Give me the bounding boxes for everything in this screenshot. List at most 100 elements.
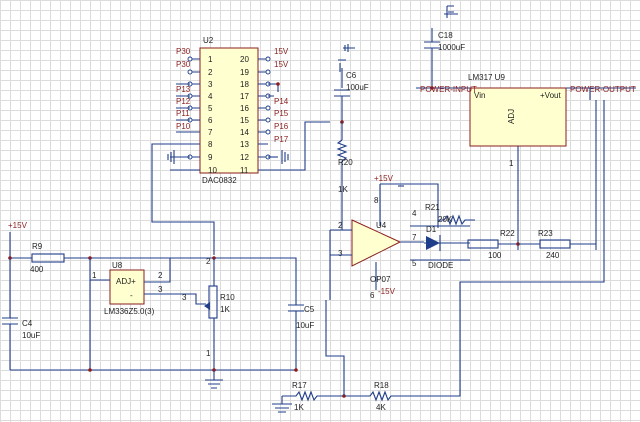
u2-pin: 13 bbox=[240, 140, 249, 149]
r20-ref: R20 bbox=[338, 158, 353, 167]
r10-ref: R10 bbox=[220, 293, 235, 302]
r17-value: 1K bbox=[294, 403, 304, 412]
u2-net-label: 15V bbox=[274, 60, 289, 69]
r18-ref: R18 bbox=[374, 381, 389, 390]
u2-pin: 6 bbox=[208, 116, 213, 125]
u8-pin2: 2 bbox=[158, 271, 163, 280]
u2-pin: 12 bbox=[240, 153, 249, 162]
c5-ref: C5 bbox=[304, 305, 315, 314]
u8-pin3: 3 bbox=[158, 285, 163, 294]
r22-value: 100 bbox=[488, 251, 502, 260]
r23-resistor: R23 240 bbox=[518, 229, 596, 260]
u9-pin1: 1 bbox=[509, 159, 514, 168]
u4-pin6: 6 bbox=[370, 291, 375, 300]
r20-resistor: R20 1K bbox=[336, 122, 353, 195]
u4-pin3: 3 bbox=[338, 249, 343, 258]
u2-pin: 9 bbox=[208, 153, 213, 162]
power-input-net: POWER-INPUT bbox=[420, 85, 477, 94]
u4-op07: U4 OP07 2 3 4 5 6 7 8 +15V -15V bbox=[329, 174, 470, 300]
u2-pin: 2 bbox=[208, 68, 213, 77]
u8-pin1: 1 bbox=[92, 271, 97, 280]
u2-pin: 8 bbox=[208, 140, 213, 149]
u2-net-label: P11 bbox=[176, 109, 190, 118]
u2-pin: 14 bbox=[240, 128, 249, 137]
r22-ref: R22 bbox=[500, 229, 515, 238]
plus15v-net: +15V bbox=[8, 221, 28, 230]
c6-value: 100uF bbox=[346, 83, 369, 92]
c4-ref: C4 bbox=[22, 319, 33, 328]
u2-pin: 7 bbox=[208, 128, 213, 137]
c6-ref: C6 bbox=[346, 71, 357, 80]
r17-resistor: R17 1K bbox=[282, 381, 344, 412]
r9-ref: R9 bbox=[32, 242, 43, 251]
u2-net-label: P12 bbox=[176, 97, 191, 106]
u2-pin: 4 bbox=[208, 92, 213, 101]
c5-capacitor: C5 10uF bbox=[288, 304, 315, 370]
r21-resistor: R21 20K bbox=[425, 203, 475, 226]
u2-net-label: P17 bbox=[274, 135, 289, 144]
u4-pin8: 8 bbox=[374, 196, 379, 205]
u2-net-label: P15 bbox=[274, 109, 289, 118]
u2-pin: 3 bbox=[208, 80, 213, 89]
r20-value: 1K bbox=[338, 185, 348, 194]
u2-net-label: 15V bbox=[274, 47, 289, 56]
d1-diode: D1 DIODE bbox=[424, 225, 470, 270]
u2-net-label: P10 bbox=[176, 122, 191, 131]
u2-net-label: P13 bbox=[176, 85, 191, 94]
u4-pin2: 2 bbox=[338, 221, 343, 230]
u2-pin: 5 bbox=[208, 104, 213, 113]
u8-lm336: U8 ADJ+ - LM336Z5.0(3) 1 2 3 bbox=[89, 258, 206, 370]
r9-resistor: R9 400 bbox=[30, 242, 65, 274]
u8-minus-pin: - bbox=[130, 291, 133, 300]
r18-value: 4K bbox=[376, 403, 386, 412]
u4-supply-pos: +15V bbox=[374, 174, 394, 183]
d1-value: DIODE bbox=[428, 261, 453, 270]
r10-pin3: 3 bbox=[182, 293, 187, 302]
c18-capacitor: C18 1000uF bbox=[424, 5, 465, 88]
u2-net-label: P30 bbox=[176, 60, 191, 69]
node-1-label: 1 bbox=[206, 349, 211, 358]
u2-net-label: P14 bbox=[274, 97, 289, 106]
c4-value: 10uF bbox=[22, 331, 40, 340]
u2-pin: 11 bbox=[240, 166, 249, 175]
power-output-net: POWER-OUTPUT bbox=[570, 85, 636, 94]
r10-value: 1K bbox=[220, 305, 230, 314]
u4-pin5: 5 bbox=[412, 259, 417, 268]
c4-capacitor: C4 10uF bbox=[2, 258, 40, 370]
u8-value: LM336Z5.0(3) bbox=[104, 307, 155, 316]
c6-capacitor: C6 100uF bbox=[334, 44, 369, 122]
u9-vin-pin: Vin bbox=[474, 91, 485, 100]
u2-pin: 20 bbox=[240, 55, 249, 64]
u4-value: OP07 bbox=[370, 275, 391, 284]
c18-ref: C18 bbox=[438, 31, 453, 40]
u2-value: DAC0832 bbox=[202, 176, 237, 185]
u4-pin7: 7 bbox=[412, 233, 417, 242]
u2-pin: 19 bbox=[240, 68, 249, 77]
u4-supply-neg: -15V bbox=[378, 287, 396, 296]
r23-ref: R23 bbox=[538, 229, 553, 238]
u9-adj-pin: ADJ bbox=[507, 109, 516, 124]
c18-value: 1000uF bbox=[438, 43, 465, 52]
r17-ref: R17 bbox=[292, 381, 307, 390]
u2-dac0832: U2 DAC0832 1 2 3 4 5 6 7 8 9 10 20 19 18… bbox=[151, 36, 330, 255]
d1-ref: D1 bbox=[426, 225, 437, 234]
u2-net-label: P30 bbox=[176, 47, 191, 56]
u2-net-label: P16 bbox=[274, 122, 289, 131]
r21-value: 20K bbox=[438, 215, 453, 224]
u4-ref: U4 bbox=[376, 221, 387, 230]
u2-pin: 16 bbox=[240, 104, 249, 113]
u9-vout-pin: +Vout bbox=[540, 91, 561, 100]
u8-ref: U8 bbox=[112, 261, 123, 270]
u9-lm317: LM317 U9 Vin +Vout ADJ 1 POWER-INPUT POW… bbox=[416, 73, 636, 250]
u2-pin: 17 bbox=[240, 92, 249, 101]
u2-pin: 15 bbox=[240, 116, 249, 125]
node-2-label: 2 bbox=[206, 257, 211, 266]
u2-pin: 1 bbox=[208, 55, 213, 64]
u8-adj-pin: ADJ+ bbox=[116, 277, 136, 286]
u9-ref: LM317 U9 bbox=[468, 73, 505, 82]
u2-ref: U2 bbox=[203, 36, 214, 45]
r10-potentiometer: R10 1K 3 2 1 bbox=[182, 257, 235, 370]
u4-pin4: 4 bbox=[412, 209, 417, 218]
